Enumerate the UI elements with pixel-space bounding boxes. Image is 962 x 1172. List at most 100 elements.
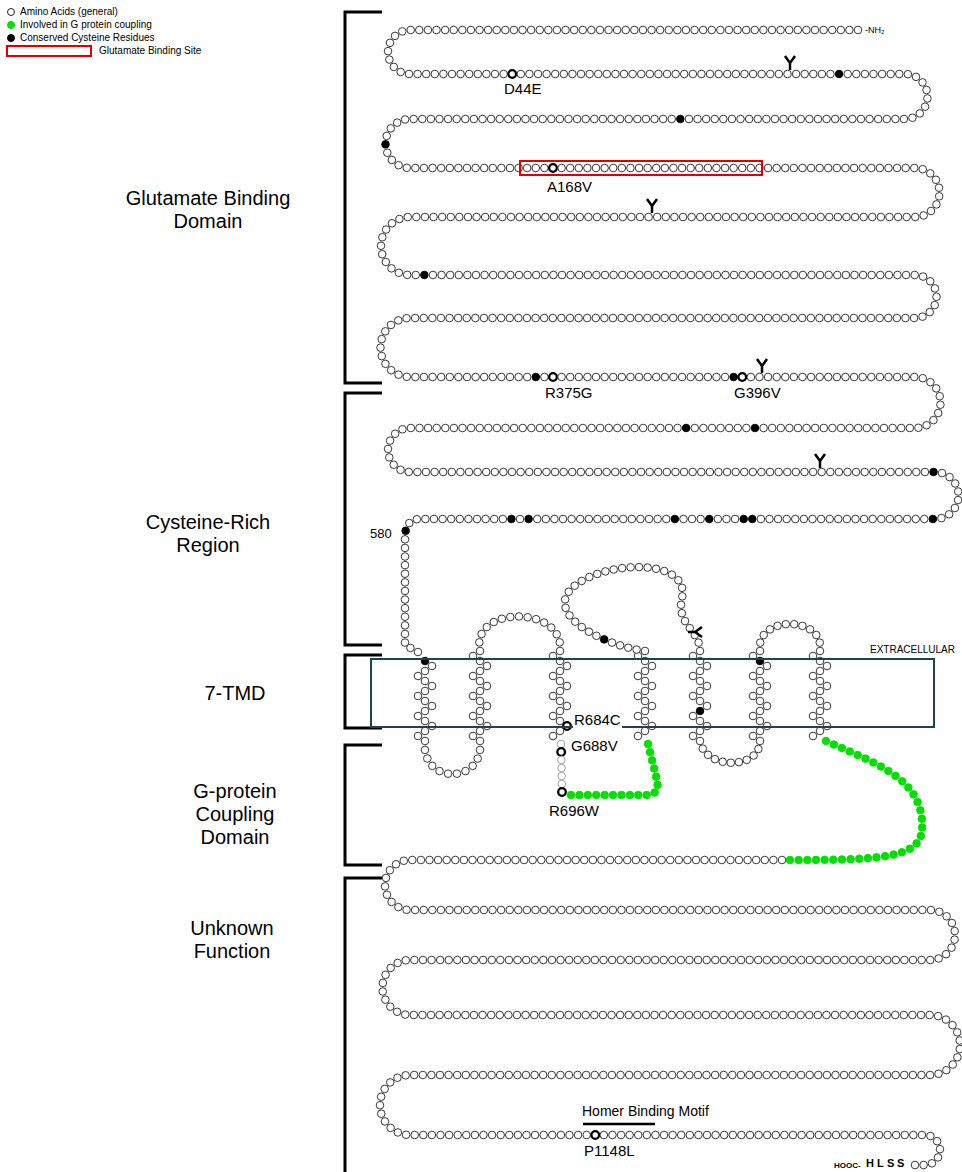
amino-acid [721, 164, 729, 172]
amino-acid [803, 26, 811, 34]
amino-acid [491, 70, 499, 78]
amino-acid [893, 906, 901, 914]
amino-acid [669, 1131, 677, 1139]
amino-acid [514, 906, 522, 914]
amino-acid [545, 26, 553, 34]
amino-acid [500, 468, 508, 476]
amino-acid [566, 314, 574, 322]
amino-acid [462, 1071, 470, 1079]
coupling-residue [885, 767, 893, 775]
amino-acid [927, 378, 935, 386]
amino-acid [470, 1011, 478, 1019]
amino-acid [849, 956, 857, 964]
coupling-residue [847, 855, 855, 863]
amino-acid [870, 70, 878, 78]
amino-acid [606, 856, 614, 864]
amino-acid [588, 424, 596, 432]
amino-acid [901, 906, 909, 914]
amino-acid [624, 644, 632, 652]
amino-acid [391, 430, 399, 438]
amino-acid [670, 373, 678, 381]
amino-acid [672, 468, 680, 476]
coupling-residue [854, 751, 862, 759]
amino-acid [593, 213, 601, 221]
amino-acid [764, 373, 772, 381]
amino-acid [686, 1071, 694, 1079]
amino-acid [414, 468, 422, 476]
amino-acid [401, 570, 409, 578]
amino-acid [797, 1071, 805, 1079]
amino-acid [463, 314, 471, 322]
amino-acid [558, 764, 566, 772]
amino-acid [596, 26, 604, 34]
amino-acid [785, 26, 793, 34]
amino-acid [729, 956, 737, 964]
cysteine-residue [677, 115, 685, 123]
amino-acid [576, 515, 584, 523]
amino-acid [782, 271, 790, 279]
amino-acid [562, 424, 570, 432]
amino-acid [585, 515, 593, 523]
cysteine-residue [835, 70, 843, 78]
amino-acid [934, 409, 942, 417]
amino-acid [885, 164, 893, 172]
amino-acid [548, 956, 556, 964]
amino-acid [540, 906, 548, 914]
amino-acid [427, 1011, 435, 1019]
amino-acid [390, 461, 398, 469]
amino-acid [558, 772, 566, 780]
amino-acid [720, 1131, 728, 1139]
amino-acid [731, 515, 739, 523]
amino-acid [394, 317, 402, 325]
amino-acid [454, 1131, 462, 1139]
amino-acid [677, 1071, 685, 1079]
amino-acid [754, 1071, 762, 1079]
amino-acid [483, 662, 491, 670]
amino-acid [694, 1071, 702, 1079]
amino-acid [635, 373, 643, 381]
amino-acid [884, 314, 892, 322]
amino-acid [491, 468, 499, 476]
amino-acid [446, 271, 454, 279]
amino-acid [561, 596, 569, 604]
amino-acid [419, 1011, 427, 1019]
amino-acid [410, 115, 418, 123]
amino-acid [379, 979, 387, 987]
amino-acid [919, 79, 927, 87]
amino-acid [778, 856, 786, 864]
amino-acid [826, 468, 834, 476]
amino-acid [580, 856, 588, 864]
legend-label: Involved in G protein coupling [20, 19, 152, 31]
amino-acid [846, 26, 854, 34]
amino-acid [436, 767, 444, 775]
amino-acid [428, 682, 436, 690]
amino-acid [917, 1011, 925, 1019]
amino-acid [695, 164, 703, 172]
cysteine-residue [421, 271, 429, 279]
amino-acid [921, 103, 929, 111]
amino-acid [717, 26, 725, 34]
amino-acid [659, 1011, 667, 1019]
amino-acid [516, 515, 524, 523]
amino-acid [895, 468, 903, 476]
amino-acid [493, 26, 501, 34]
amino-acid [645, 213, 653, 221]
amino-acid [936, 1145, 944, 1153]
amino-acid [470, 115, 478, 123]
mutation-label: R375G [544, 384, 594, 401]
amino-acid [651, 956, 659, 964]
amino-acid [506, 906, 514, 914]
amino-acid [695, 314, 703, 322]
amino-acid [892, 1131, 900, 1139]
coupling-residue [917, 806, 925, 814]
amino-acid [593, 271, 601, 279]
amino-acid [791, 515, 799, 523]
amino-acid [696, 271, 704, 279]
amino-acid [386, 866, 394, 874]
amino-acid [523, 164, 531, 172]
amino-acid [721, 906, 729, 914]
amino-acid [904, 468, 912, 476]
amino-acid [591, 1071, 599, 1079]
amino-acid [436, 1011, 444, 1019]
amino-acid [953, 1029, 961, 1037]
